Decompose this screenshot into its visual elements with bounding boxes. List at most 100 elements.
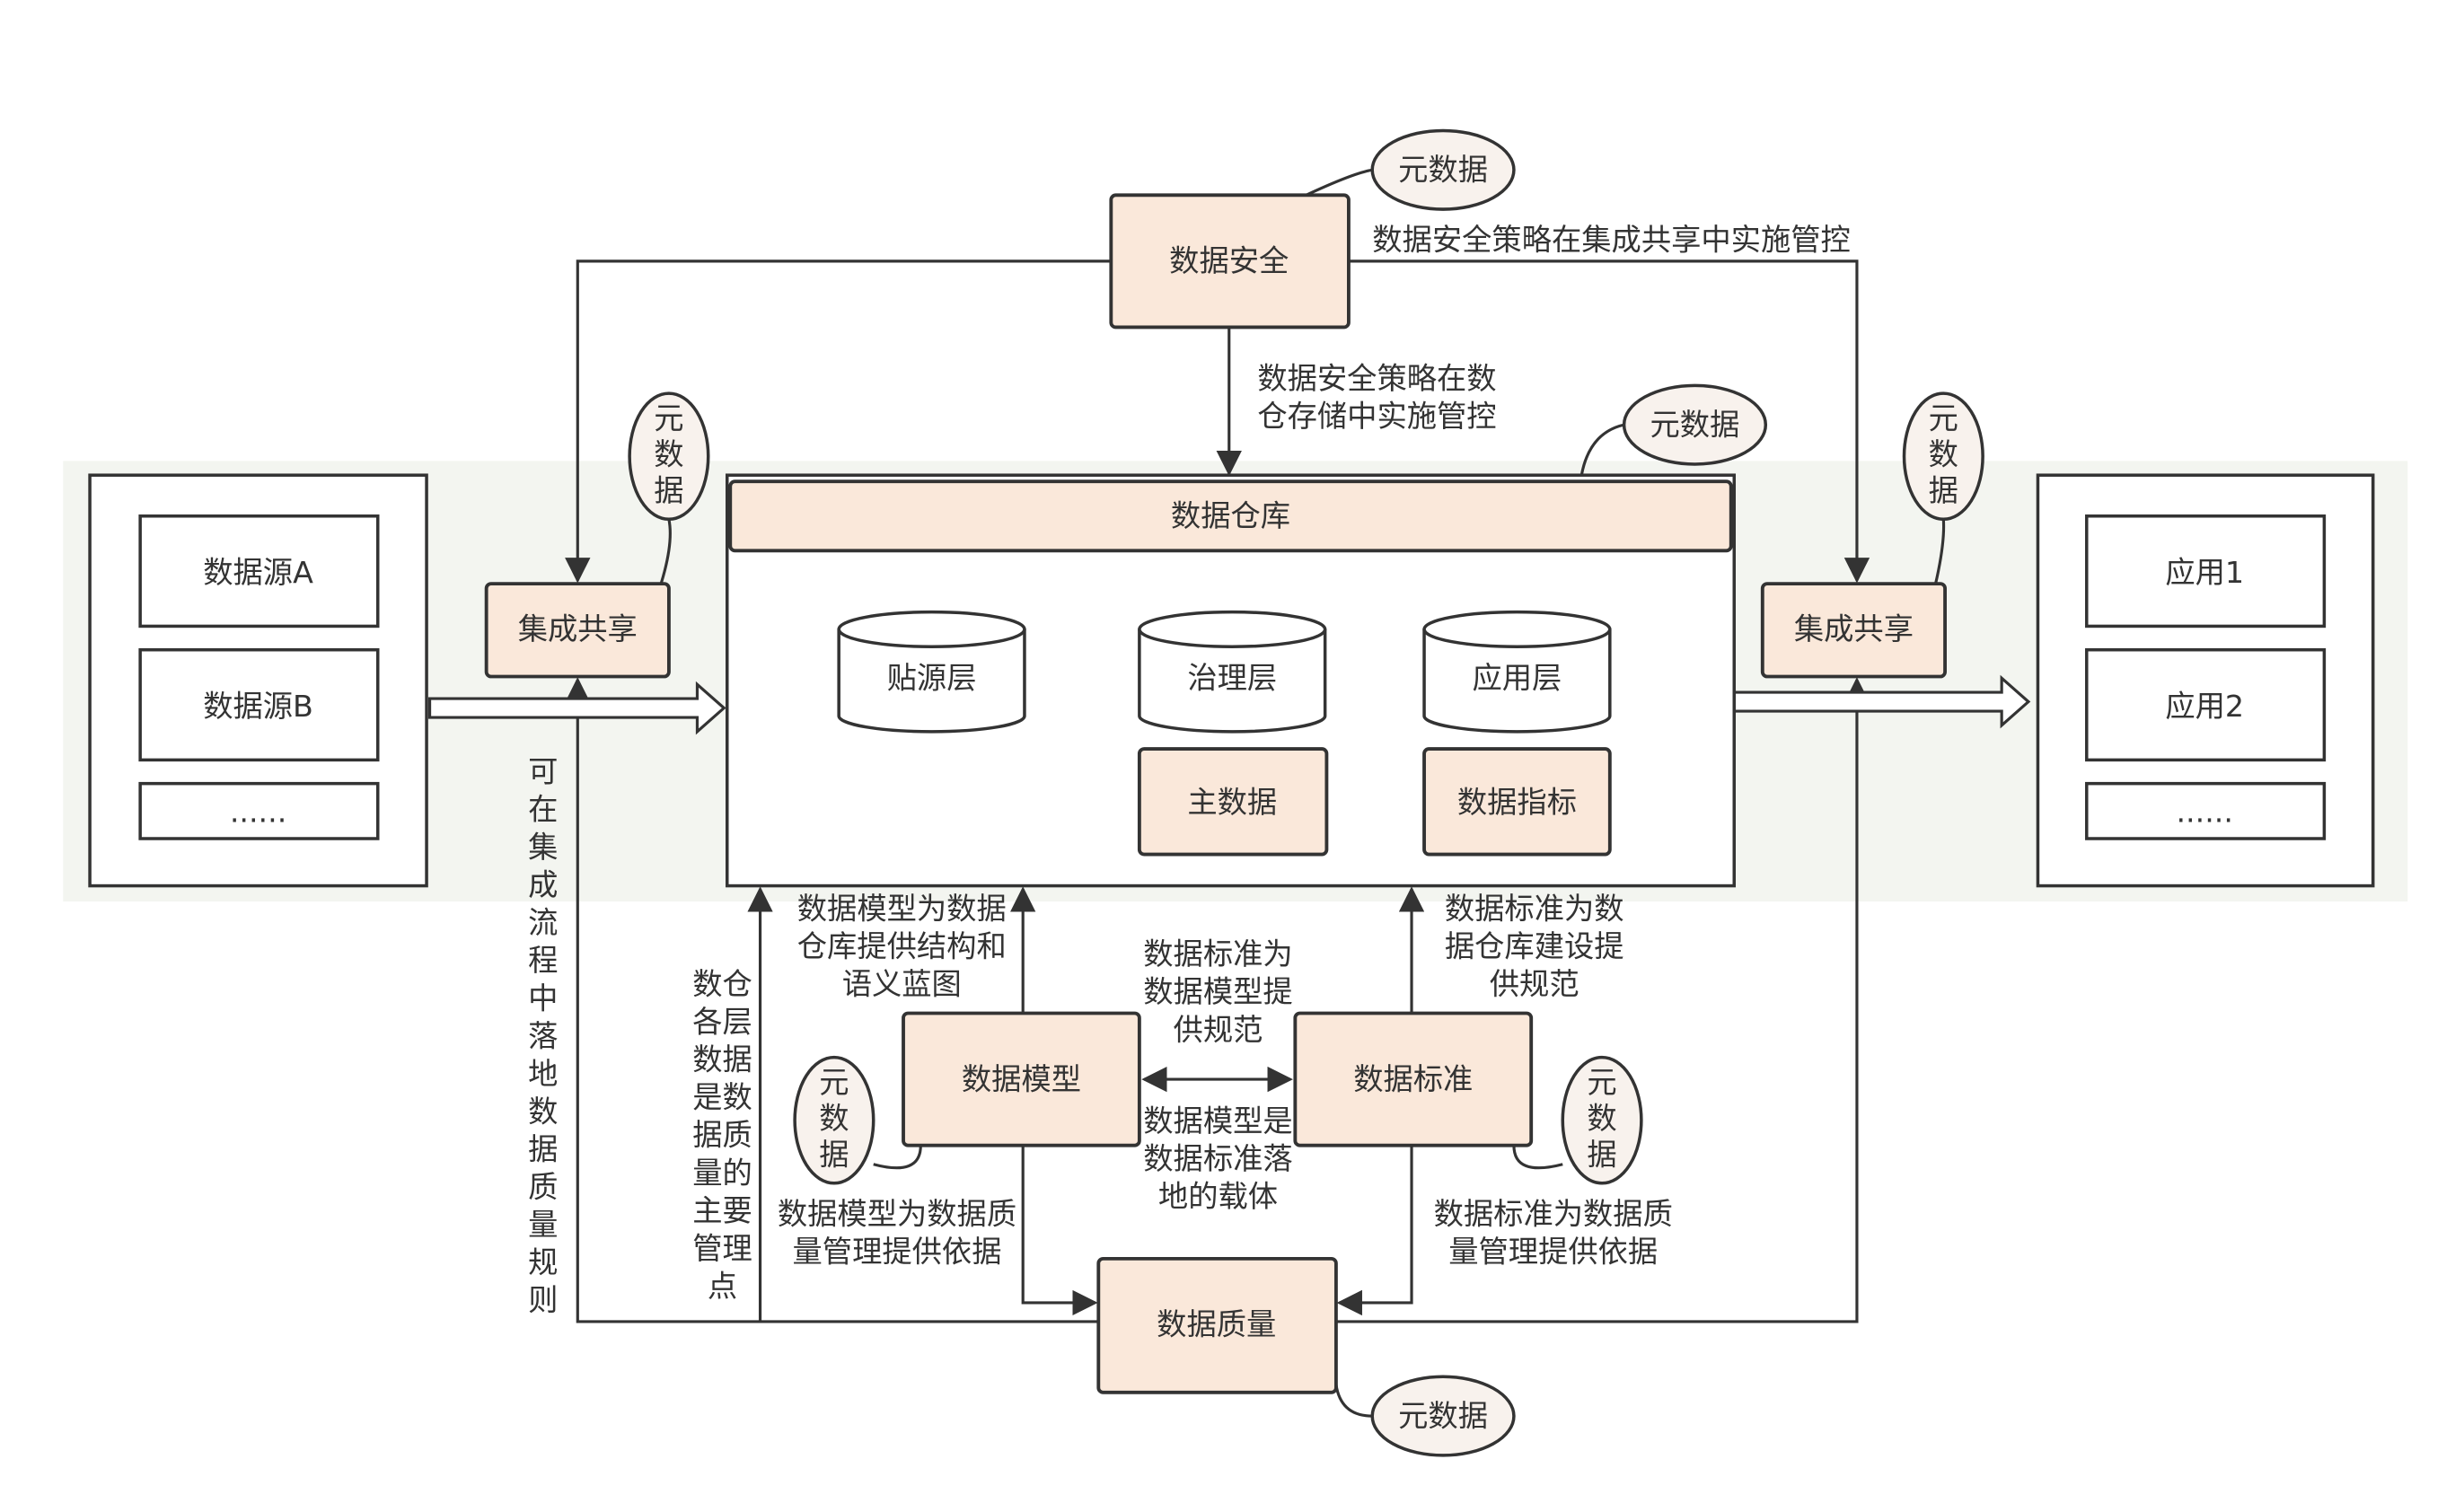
metadata-callout-integration-left: 元数据 — [628, 391, 710, 522]
model-quality-line1: 数据模型为数据质 — [778, 1196, 1016, 1231]
note-line: 数据 — [692, 1042, 752, 1077]
layer-application-cylinder: 应用层 — [1422, 610, 1612, 734]
app-more-label: ...... — [2176, 794, 2232, 829]
metadata-char: 元 — [1587, 1065, 1616, 1100]
model-standard-top-line1: 数据标准为 — [1143, 936, 1292, 971]
metadata-char: 数 — [1929, 437, 1958, 472]
note-char: 地 — [528, 1056, 558, 1091]
metadata-char: 数 — [1587, 1101, 1616, 1136]
app-2 — [2085, 647, 2327, 762]
note-char: 中 — [528, 980, 558, 1015]
note-char: 据 — [528, 1131, 558, 1166]
note-char: 可 — [528, 754, 558, 789]
metadata-callout-security: 元数据 — [1370, 128, 1516, 211]
note-char: 质 — [528, 1170, 558, 1205]
metadata-char: 据 — [1587, 1137, 1616, 1172]
standard-edge-up-line3: 供规范 — [1490, 966, 1579, 1001]
metadata-callout-integration-right: 元数据 — [1902, 391, 1984, 522]
standard-label: 数据标准 — [1353, 1061, 1473, 1096]
security-edge-down-line1: 数据安全策略在数 — [1257, 361, 1496, 396]
master-data-node — [1137, 747, 1329, 857]
metadata-char: 元 — [819, 1065, 849, 1100]
app-1 — [2085, 514, 2327, 629]
metadata-label: 元数据 — [1650, 407, 1740, 442]
model-edge-up-line2: 仓库提供结构和 — [797, 928, 1007, 963]
model-standard-top-line3: 供规范 — [1174, 1012, 1263, 1047]
note-char: 落 — [528, 1018, 558, 1053]
metadata-char: 据 — [654, 473, 683, 508]
standard-quality-line2: 量管理提供依据 — [1448, 1234, 1658, 1269]
layer-governance-label: 治理层 — [1187, 661, 1277, 696]
layer-application-label: 应用层 — [1473, 661, 1562, 696]
metadata-char: 据 — [819, 1137, 849, 1172]
model-standard-bottom-line2: 数据标准落 — [1143, 1141, 1292, 1176]
note-line: 点 — [708, 1269, 737, 1304]
app-2-label: 应用2 — [2165, 689, 2244, 724]
warehouse-title: 数据仓库 — [1171, 498, 1290, 533]
standard-edge-up-line2: 据仓库建设提 — [1445, 928, 1624, 963]
app-1-label: 应用1 — [2165, 555, 2244, 590]
hollow-arrow-out — [1732, 674, 2031, 729]
source-a — [138, 514, 380, 629]
source-b-label: 数据源B — [203, 689, 313, 724]
note-line: 量的 — [692, 1156, 752, 1191]
note-char: 数 — [528, 1094, 558, 1129]
metadata-callout-quality: 元数据 — [1370, 1375, 1516, 1457]
metadata-label: 元数据 — [1398, 153, 1488, 188]
data-warehouse: 数据仓库 贴源层 治理层 应用层 主数据 数据指标 — [726, 473, 1737, 888]
note-char: 程 — [528, 943, 558, 978]
integration-left-node — [484, 582, 671, 679]
metadata-callout-warehouse: 元数据 — [1622, 383, 1768, 466]
data-sources-group: 数据源A 数据源B ...... — [88, 473, 428, 888]
metadata-char: 数 — [654, 437, 683, 472]
edge-labels: 数据模型为数据 仓库提供结构和 语义蓝图 数据标准为数 据仓库建设提 供规范 数… — [778, 891, 1673, 1269]
source-more-label: ...... — [230, 794, 286, 829]
note-char: 量 — [528, 1208, 558, 1243]
source-b — [138, 647, 380, 762]
quality-node — [1096, 1256, 1338, 1394]
layer-source-label: 贴源层 — [887, 661, 977, 696]
metadata-callout-model: 元数据 — [793, 1055, 876, 1185]
quality-label: 数据质量 — [1157, 1307, 1276, 1342]
security-edge-down-line2: 仓存储中实施管控 — [1257, 399, 1496, 434]
model-standard-bottom-line3: 地的载体 — [1158, 1179, 1278, 1214]
note-char: 流 — [528, 905, 558, 940]
metadata-char: 元 — [1929, 400, 1958, 435]
metadata-callout-standard: 元数据 — [1561, 1055, 1643, 1185]
source-more — [138, 781, 380, 840]
hollow-arrow-in — [427, 681, 726, 735]
model-label: 数据模型 — [962, 1061, 1081, 1096]
note-line: 据质 — [692, 1118, 752, 1153]
security-edge-right-label: 数据安全策略在集成共享中实施管控 — [1372, 223, 1851, 258]
integration-right-node — [1760, 582, 1947, 679]
standard-quality-line1: 数据标准为数据质 — [1434, 1196, 1673, 1231]
integration-left-label: 集成共享 — [518, 611, 638, 646]
note-line: 管理 — [692, 1231, 752, 1266]
note-char: 规 — [528, 1245, 558, 1280]
app-more — [2085, 781, 2327, 840]
note-line: 是数 — [692, 1080, 752, 1115]
applications-group: 应用1 应用2 ...... — [2036, 473, 2375, 888]
integration-right-label: 集成共享 — [1794, 611, 1914, 646]
master-data-label: 主数据 — [1187, 785, 1277, 820]
source-a-label: 数据源A — [203, 555, 313, 590]
note-line: 数仓 — [692, 966, 752, 1001]
standard-node — [1293, 1011, 1534, 1147]
metadata-label: 元数据 — [1398, 1398, 1488, 1433]
standard-edge-up-line1: 数据标准为数 — [1445, 891, 1624, 926]
metrics-label: 数据指标 — [1457, 785, 1577, 820]
note-line: 各层 — [692, 1005, 752, 1040]
note-char: 在 — [528, 792, 558, 827]
metadata-char: 数 — [819, 1101, 849, 1136]
metrics-node — [1422, 747, 1612, 857]
metadata-char: 元 — [654, 400, 683, 435]
layer-governance-cylinder: 治理层 — [1138, 610, 1327, 734]
security-label: 数据安全 — [1169, 243, 1289, 278]
note-char: 则 — [528, 1283, 558, 1318]
metadata-char: 据 — [1929, 473, 1958, 508]
note-char: 成 — [528, 867, 558, 902]
note-line: 主要 — [692, 1193, 752, 1228]
layer-source-cylinder: 贴源层 — [837, 610, 1026, 734]
